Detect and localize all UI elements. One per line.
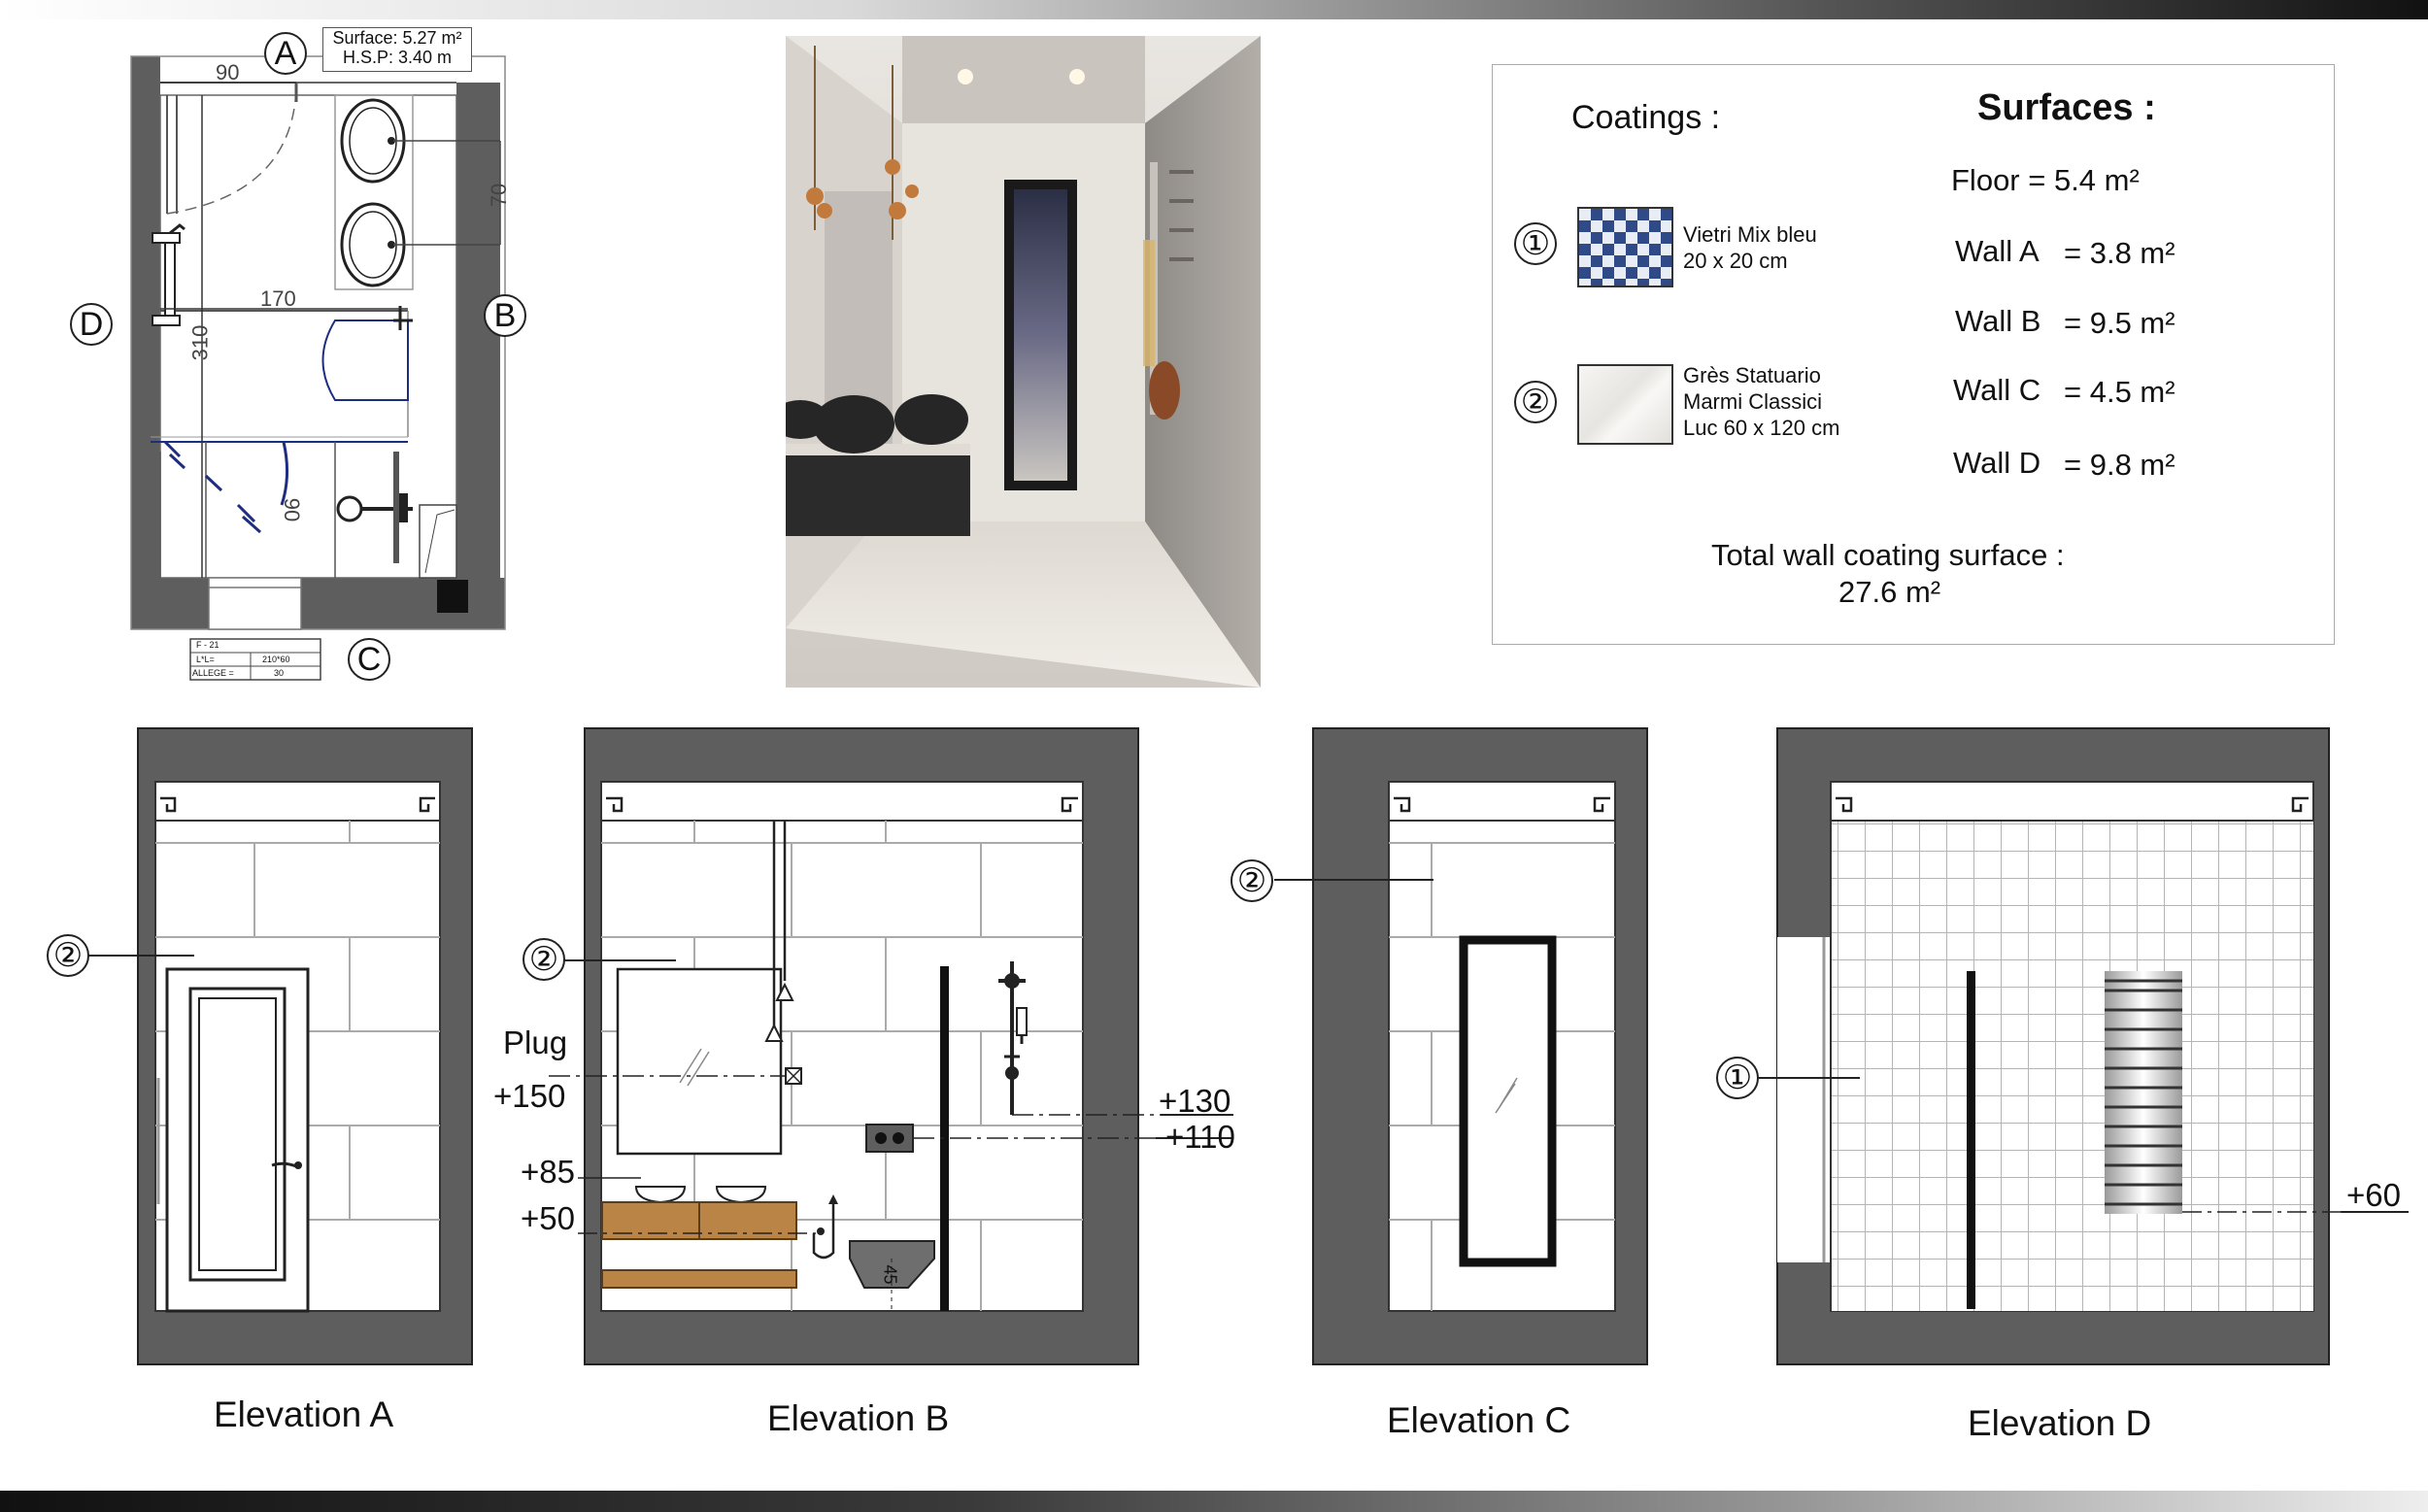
window-tag-line1: F - 21 (196, 640, 219, 650)
floor-plan-drawing (130, 55, 506, 681)
coating-1-number: ① (1514, 222, 1557, 265)
elevation-a-drawing (87, 727, 473, 1365)
coating-1-size: 20 x 20 cm (1683, 249, 1788, 273)
marker-d: D (70, 303, 113, 346)
elevation-b-height-50: +50 (521, 1200, 575, 1236)
top-decor-bar (0, 0, 2428, 19)
window-tag-line3: ALLEGE = (192, 668, 234, 678)
coating-2-name: Grès Statuario (1683, 363, 1821, 387)
marker-a: A (264, 32, 307, 75)
plan-info-box: Surface: 5.27 m² H.S.P: 3.40 m (322, 27, 472, 72)
coating-1-swatch (1577, 207, 1673, 287)
coatings-surfaces-panel (1492, 64, 2335, 645)
total-surface-label: Total wall coating surface : (1711, 538, 2065, 572)
surface-wall-d-label: Wall D (1953, 446, 2041, 480)
surface-wall-a-value: = 3.8 m² (2064, 236, 2175, 270)
surface-floor: Floor = 5.4 m² (1951, 163, 2140, 197)
elevation-b-height-150: +150 (493, 1078, 566, 1114)
elevation-d-drawing (1740, 727, 2409, 1365)
elevation-d-coating-tag: ① (1716, 1057, 1759, 1099)
marker-b: B (484, 294, 526, 337)
window-tag-line2-value: 210*60 (262, 655, 290, 664)
bottom-decor-bar (0, 1491, 2428, 1512)
elevation-b-drawing (549, 727, 1233, 1365)
surface-wall-b-label: Wall B (1955, 304, 2041, 338)
elevation-b-dim-45: 45 (880, 1264, 900, 1285)
coating-2-number: ② (1514, 381, 1557, 423)
elevation-b-coating-tag: ② (523, 938, 565, 981)
surface-wall-a-label: Wall A (1955, 234, 2040, 268)
plan-surface-label: Surface: 5.27 m² (332, 28, 462, 48)
elevation-d-title: Elevation D (1968, 1403, 2152, 1443)
total-surface-value: 27.6 m² (1838, 575, 1941, 609)
marker-c: C (348, 638, 390, 681)
coating-2-line2: Marmi Classici (1683, 389, 1822, 414)
elevation-c-coating-tag: ② (1231, 859, 1273, 902)
elevation-b-plug-label: Plug (503, 1025, 568, 1060)
surface-wall-d-value: = 9.8 m² (2064, 448, 2175, 482)
surface-wall-c-label: Wall C (1953, 373, 2041, 407)
elevation-d-height-60: +60 (2346, 1177, 2401, 1213)
surface-wall-c-value: = 4.5 m² (2064, 375, 2175, 409)
window-tag-line3-value: 30 (274, 668, 285, 678)
surfaces-title: Surfaces : (1977, 87, 2156, 128)
elevation-c-title: Elevation C (1387, 1400, 1571, 1440)
elevation-a-title: Elevation A (214, 1394, 394, 1434)
coating-2-size: Luc 60 x 120 cm (1683, 416, 1840, 440)
coating-2-swatch (1577, 364, 1673, 445)
elevation-c-drawing (1274, 727, 1648, 1365)
interior-render-image (786, 36, 1261, 688)
window-tag-line2: L*L= (196, 655, 215, 664)
dim-170: 170 (260, 286, 296, 311)
dim-90-top: 90 (216, 60, 240, 84)
elevation-b-title: Elevation B (767, 1398, 950, 1438)
elevation-a-coating-tag: ② (47, 934, 89, 977)
surface-wall-b-value: = 9.5 m² (2064, 306, 2175, 340)
elevation-b-height-130: +130 (1159, 1083, 1231, 1119)
plan-hsp-label: H.S.P: 3.40 m (342, 48, 453, 67)
coating-1-name: Vietri Mix bleu (1683, 222, 1817, 247)
elevation-b-height-110: +110 (1165, 1119, 1235, 1155)
coatings-title: Coatings : (1571, 99, 1721, 136)
elevation-b-height-85: +85 (521, 1154, 575, 1190)
